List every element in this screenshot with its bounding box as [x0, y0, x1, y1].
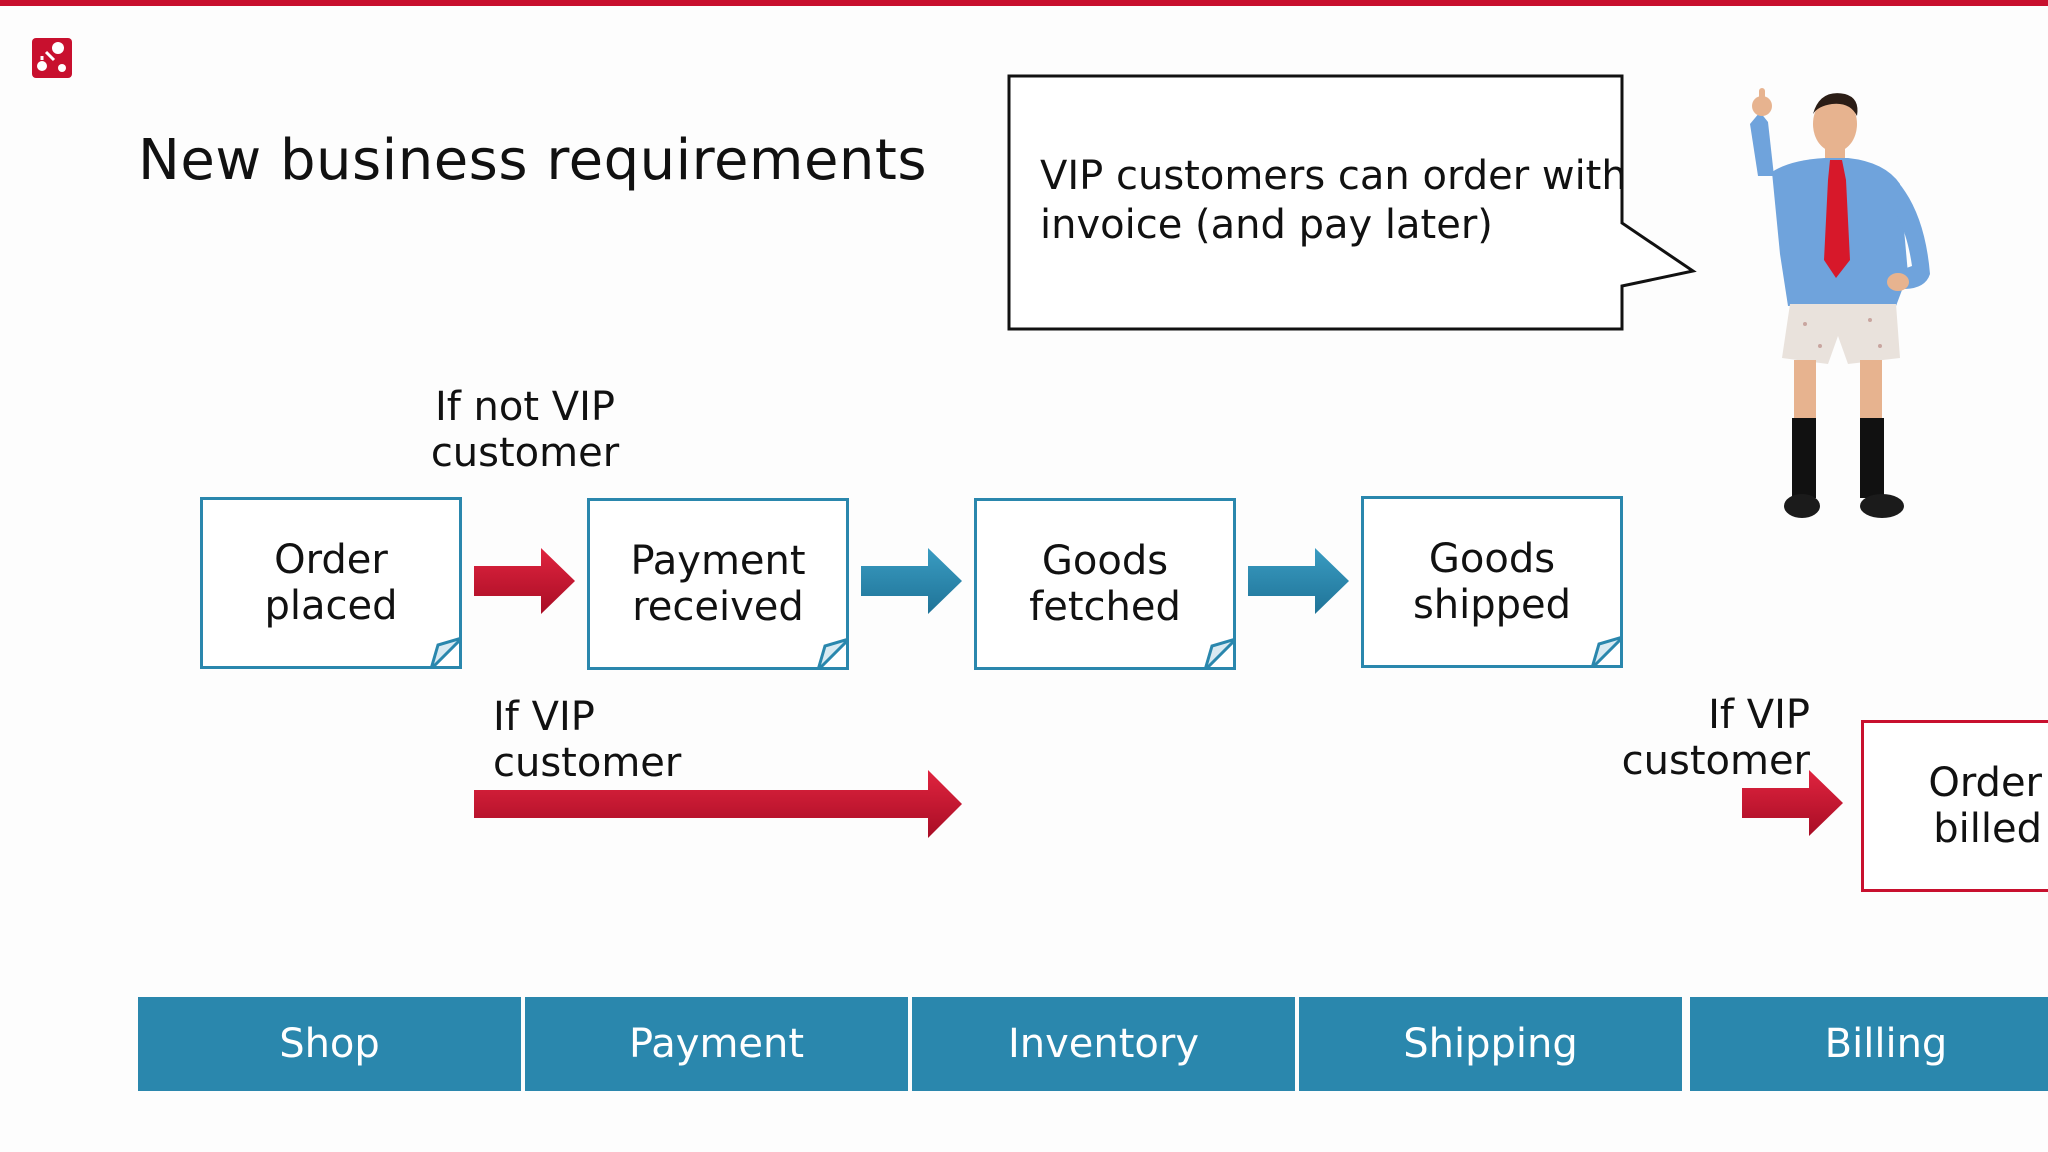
arrow-red-vip-skip [474, 770, 962, 838]
arrow-red-to-billing [1742, 770, 1843, 836]
label-if-vip-lower: If VIP customer [493, 694, 682, 786]
lane-shipping: Shipping [1299, 997, 1682, 1091]
lane-billing: Billing [1690, 997, 2048, 1091]
label-if-not-vip: If not VIP customer [430, 384, 620, 476]
speech-bubble [1007, 74, 1697, 331]
arrow-blue-to-shipping [1248, 548, 1349, 614]
lane-payment: Payment [525, 997, 908, 1091]
businessman-illustration [1750, 88, 1930, 518]
lane-inventory: Inventory [912, 997, 1295, 1091]
arrow-blue-to-inventory [861, 548, 962, 614]
top-accent-bar [0, 0, 2048, 6]
speech-bubble-text: VIP customers can order with invoice (an… [1040, 153, 1627, 248]
label-if-vip-right: If VIP customer [1621, 692, 1810, 784]
page-title: New business requirements [138, 128, 928, 193]
logo-icon [32, 38, 72, 78]
lane-shop: Shop [138, 997, 521, 1091]
arrow-red-to-payment [474, 548, 575, 614]
